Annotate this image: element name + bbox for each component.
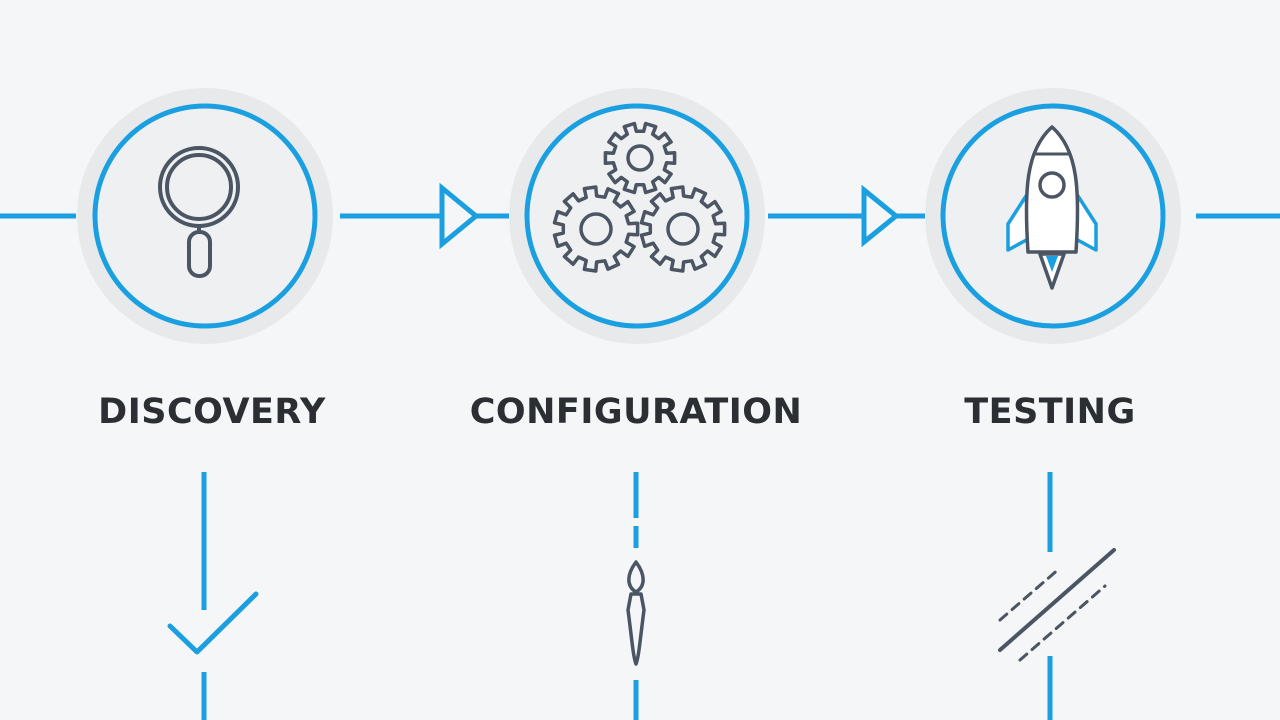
step-discovery-ring [92, 103, 318, 329]
step-configuration-ring [524, 103, 750, 329]
step-discovery-node [77, 88, 333, 344]
detail-lines [201, 472, 1053, 720]
flow-arrows [439, 182, 900, 250]
gear-right-icon-hub [666, 212, 700, 246]
arrow-1-2-icon [439, 182, 480, 250]
step-configuration-label: CONFIGURATION [469, 392, 803, 432]
speed-lines-icon [998, 548, 1116, 662]
gear-top-icon [603, 121, 677, 195]
gear-right-icon [639, 185, 727, 273]
checkmark-icon [167, 591, 259, 655]
gears-icon [552, 121, 727, 273]
gear-left-icon [552, 185, 640, 273]
arrow-2-3-icon [861, 184, 900, 248]
magnifier-icon [158, 146, 240, 278]
rocket-icon [1006, 125, 1098, 290]
step-configuration-node [509, 88, 765, 344]
step-discovery-label: DISCOVERY [98, 392, 326, 432]
gear-top-icon-hub [626, 144, 654, 172]
step-testing-label: TESTING [964, 392, 1136, 432]
gear-left-icon-hub [579, 212, 613, 246]
paintbrush-icon [626, 560, 646, 666]
step-testing-node [925, 88, 1181, 344]
